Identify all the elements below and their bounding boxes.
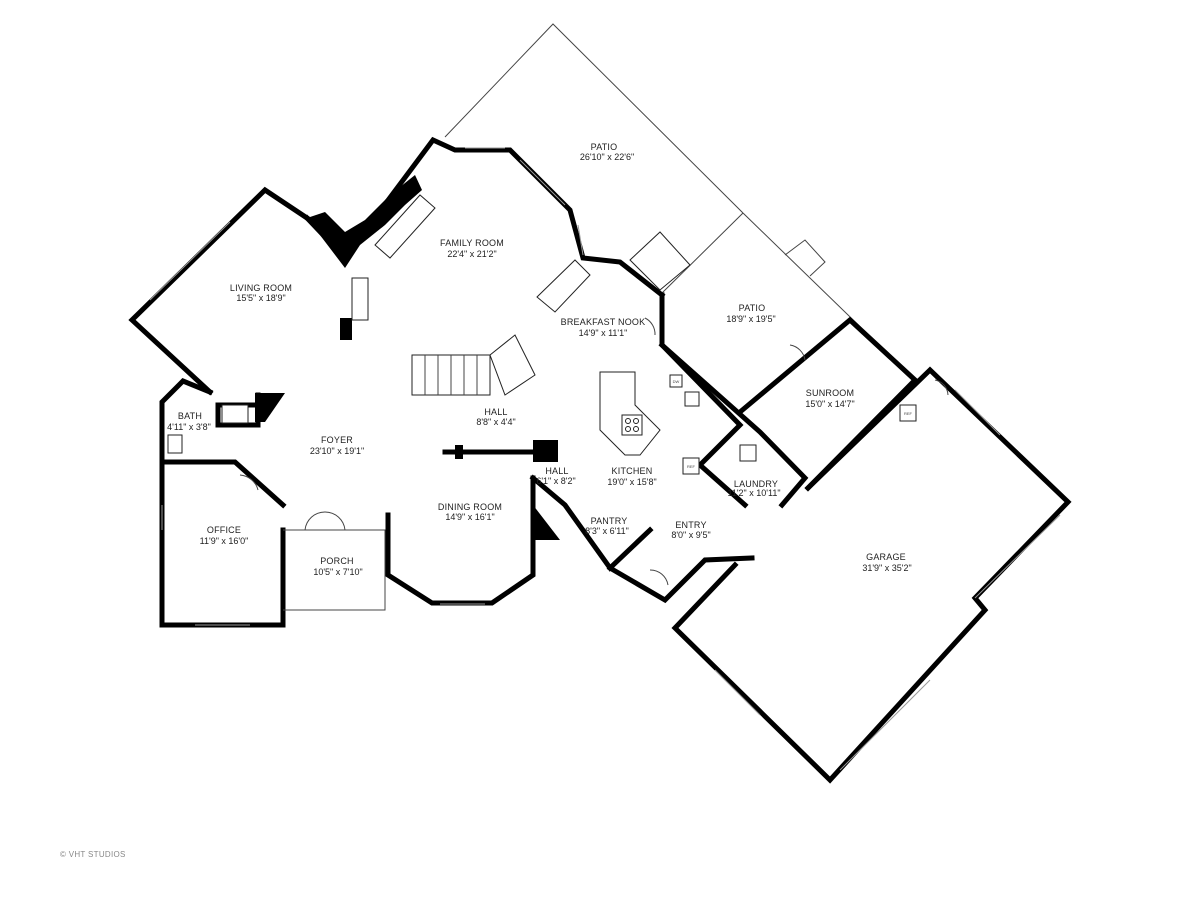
bath-name: BATH <box>178 411 202 421</box>
patio-top-dims: 26'10" x 22'6" <box>580 152 634 162</box>
dining-room-dims: 14'9" x 16'1" <box>445 512 494 522</box>
deck-steps <box>536 231 691 313</box>
patio-right-dims: 18'9" x 19'5" <box>726 314 775 324</box>
entry-name: ENTRY <box>675 520 706 530</box>
laundry-dims: 11'2" x 10'11" <box>727 488 780 498</box>
laundry-name: LAUNDRY <box>734 479 778 489</box>
windows <box>149 147 1061 771</box>
exterior-walls <box>128 136 1072 784</box>
staircase <box>411 334 536 396</box>
pantry-name: PANTRY <box>591 516 628 526</box>
dishwasher-label: DW <box>673 379 680 384</box>
refrigerator-label: REF <box>687 464 696 469</box>
hall-upper-dims: 8'8" x 4'4" <box>476 417 515 427</box>
dining-room-name: DINING ROOM <box>438 502 502 512</box>
foyer-dims: 23'10" x 19'1" <box>310 446 364 456</box>
fixtures: DW REF REF <box>167 374 917 475</box>
kitchen-name: KITCHEN <box>612 466 653 476</box>
hall-lower-name: HALL <box>545 466 568 476</box>
foyer-name: FOYER <box>321 435 353 445</box>
fireplace-hearth <box>351 194 436 321</box>
garage-refrigerator-label: REF <box>904 411 913 416</box>
pantry-dims: 8'3" x 6'11" <box>585 526 629 536</box>
garage-dims: 31'9" x 35'2" <box>862 563 911 573</box>
patio-top-outline <box>444 23 744 294</box>
solid-masses <box>255 175 560 540</box>
patio-right-name: PATIO <box>739 303 766 313</box>
copyright-watermark: © VHT STUDIOS <box>60 850 126 859</box>
hall-upper-name: HALL <box>484 407 507 417</box>
hall-lower-dims: 6'1" x 8'2" <box>536 476 575 486</box>
living-room-dims: 15'5" x 18'9" <box>236 293 285 303</box>
office-name: OFFICE <box>207 525 241 535</box>
entry-dims: 8'0" x 9'5" <box>671 530 710 540</box>
sunroom-name: SUNROOM <box>806 388 854 398</box>
patio-top-name: PATIO <box>591 142 618 152</box>
office-dims: 11'9" x 16'0" <box>200 536 249 546</box>
room-labels: PATIO 26'10" x 22'6" FAMILY ROOM 22'4" x… <box>167 142 912 577</box>
kitchen-island <box>599 371 661 456</box>
porch-name: PORCH <box>320 556 354 566</box>
garage-name: GARAGE <box>866 552 906 562</box>
kitchen-dims: 19'0" x 15'8" <box>607 477 656 487</box>
breakfast-nook-name: BREAKFAST NOOK <box>561 317 646 327</box>
breakfast-nook-dims: 14'9" x 11'1" <box>579 328 628 338</box>
doors <box>239 317 949 586</box>
family-room-dims: 22'4" x 21'2" <box>447 249 496 259</box>
family-room-name: FAMILY ROOM <box>440 238 504 248</box>
living-room-name: LIVING ROOM <box>230 283 292 293</box>
bath-dims: 4'11" x 3'8" <box>167 422 211 432</box>
porch-dims: 10'5" x 7'10" <box>313 567 362 577</box>
sunroom-dims: 15'0" x 14'7" <box>805 399 854 409</box>
